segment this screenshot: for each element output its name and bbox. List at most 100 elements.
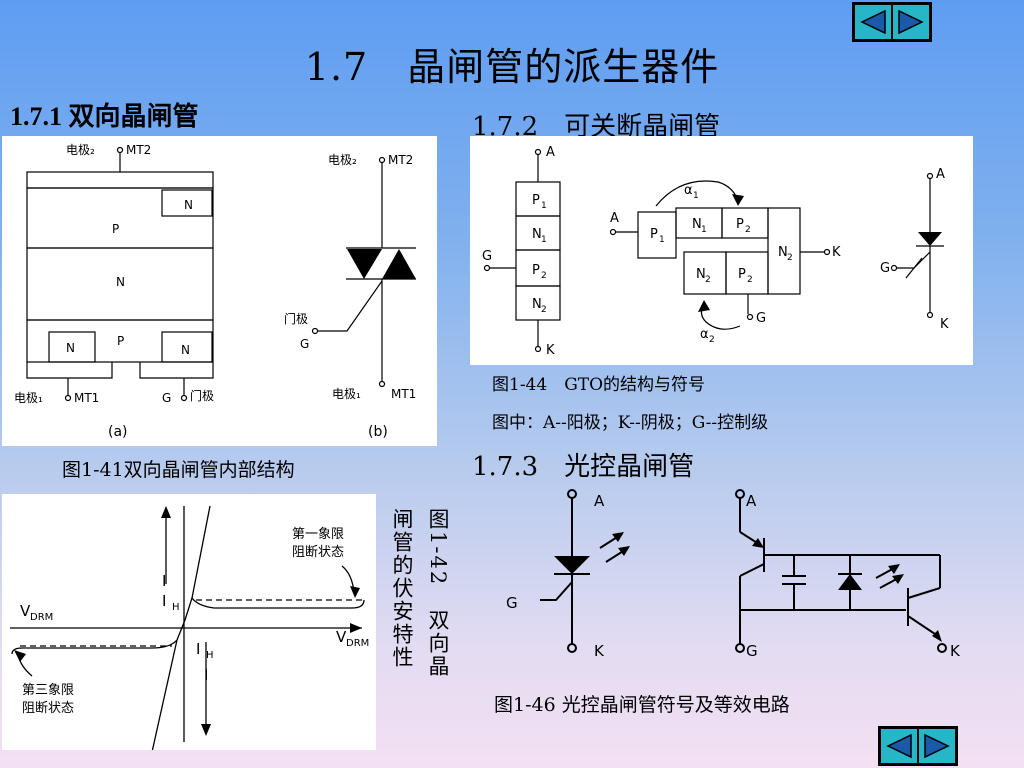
- light-triggered-scr-diagram: A G K A G K: [506, 489, 961, 660]
- fig41-p-label: P: [117, 334, 124, 348]
- gto-a-label: A: [546, 145, 555, 160]
- fig42-ih-neg-label: I: [196, 640, 200, 658]
- fig41-mt1-label-b: MT1: [391, 387, 416, 401]
- figure-1-46: A G K A G K: [476, 486, 976, 672]
- gto-a2-label: A: [610, 211, 619, 226]
- gto-alpha2-sub: 2: [709, 335, 715, 345]
- lascr-k-label: K: [594, 642, 605, 660]
- fig41-electrode1-label-b: 电极₁: [332, 387, 361, 401]
- figure-1-42: 第一象限 阻断状态 第三象限 阻断状态 I I H I H I V DRM V …: [2, 494, 376, 753]
- fig41-mt2-label-a: MT2: [126, 143, 151, 157]
- fig42-caption-col1: 图1-42 双向晶: [426, 508, 450, 679]
- fig41-electrode2-label: 电极₂: [66, 143, 95, 157]
- fig42-vdrm-neg-label: V: [20, 602, 31, 620]
- gto-mid-p1: P: [650, 227, 658, 242]
- next-slide-button-bottom[interactable]: [919, 729, 955, 763]
- fig44-caption: 图1-44 GTO的结构与符号: [492, 375, 706, 395]
- gto-mid-n1-sub: 1: [701, 225, 707, 235]
- fig41-p-label: P: [112, 222, 119, 236]
- fig44-note: 图中：A--阳极；K--阴极；G--控制级: [492, 413, 769, 433]
- gto-mid-n2: N: [778, 245, 788, 260]
- fig42-h-neg-subscript: H: [206, 650, 214, 661]
- left-triangle-icon: [886, 733, 912, 759]
- gto-structure-diagram: A P 1 N 1 P 2 N 2 K G A P 1 N 1 P 2 N 2 …: [482, 145, 949, 358]
- equiv-k-label: K: [950, 642, 961, 660]
- gto-n2-label: N: [532, 297, 542, 312]
- gto-low-n2-sub: 2: [705, 275, 711, 285]
- fig42-q3b-label: 阻断状态: [22, 701, 74, 716]
- fig41-sublabel-a: (a): [108, 424, 128, 440]
- figure-1-44: A P 1 N 1 P 2 N 2 K G A P 1 N 1 P 2 N 2 …: [470, 136, 973, 365]
- left-triangle-icon: [860, 9, 886, 35]
- gto-alpha1-sub: 1: [693, 191, 699, 201]
- gto-mid-p2: P: [736, 217, 744, 232]
- gto-g2-label: G: [756, 311, 766, 326]
- gto-low-p2-sub: 2: [747, 275, 753, 285]
- fig42-drm-subscript: DRM: [346, 638, 369, 649]
- right-triangle-icon: [924, 733, 950, 759]
- equiv-a-label: A: [746, 492, 757, 510]
- fig41-g-label-b: G: [300, 337, 309, 351]
- gto-p1-sub: 1: [541, 201, 547, 211]
- gto-n2-sub: 2: [541, 305, 547, 315]
- next-slide-button[interactable]: [893, 5, 929, 39]
- fig42-q1b-label: 阻断状态: [292, 545, 344, 560]
- gto-n1-label: N: [532, 227, 542, 242]
- gto-p2-sub: 2: [541, 271, 547, 281]
- gto-alpha2: α: [700, 327, 709, 342]
- gto-low-p2: P: [738, 267, 746, 282]
- lascr-g-label: G: [506, 594, 518, 612]
- fig41-mt2-label-b: MT2: [388, 153, 413, 167]
- fig46-caption: 图1-46 光控晶闸管符号及等效电路: [494, 694, 790, 716]
- slide-title: 1.7 晶闸管的派生器件: [304, 45, 720, 89]
- gto-n1-sub: 1: [541, 235, 547, 245]
- bottom-nav: [878, 726, 958, 766]
- fig41-n-label: N: [116, 275, 125, 289]
- gto-k-label: K: [546, 343, 555, 358]
- fig41-sublabel-b: (b): [368, 424, 388, 440]
- gto-k2-label: K: [832, 245, 841, 260]
- fig41-electrode1-label: 电极₁: [14, 391, 43, 405]
- gto-mid-n2-sub: 2: [787, 253, 793, 263]
- prev-slide-button-bottom[interactable]: [881, 729, 917, 763]
- gto-p1-label: P: [532, 193, 540, 208]
- triac-iv-curve-chart: 第一象限 阻断状态 第三象限 阻断状态 I I H I H I V DRM V …: [10, 505, 369, 753]
- triac-structure-diagram: 电极₂ MT2 N P N P N N 电极₁ MT1 G 门极 电极₂ MT2…: [14, 143, 416, 440]
- fig41-n-label: N: [66, 341, 75, 355]
- fig42-i-neg-label: I: [204, 666, 208, 684]
- fig41-caption: 图1-41双向晶闸管内部结构: [62, 459, 295, 481]
- right-triangle-icon: [898, 9, 924, 35]
- fig41-electrode2-label-b: 电极₂: [328, 153, 357, 167]
- gto-sym-k: K: [940, 317, 949, 332]
- equiv-g-label: G: [746, 642, 758, 660]
- fig42-q1-label: 第一象限: [292, 527, 344, 542]
- fig41-n-label: N: [181, 343, 190, 357]
- fig41-mt1-label-a: MT1: [74, 391, 99, 405]
- section-heading-triac: 1.7.1 双向晶闸管: [10, 102, 199, 131]
- top-nav: [852, 2, 932, 42]
- gto-sym-a: A: [936, 167, 945, 182]
- fig41-n-label: N: [184, 198, 193, 212]
- gto-sym-g: G: [880, 261, 890, 276]
- fig42-q3-label: 第三象限: [22, 683, 74, 698]
- fig41-g-label-a: G: [162, 391, 171, 405]
- gto-p2-label: P: [532, 263, 540, 278]
- gto-mid-p1-sub: 1: [659, 235, 665, 245]
- fig42-i-label: I: [162, 572, 166, 590]
- figure-1-41: 电极₂ MT2 N P N P N N 电极₁ MT1 G 门极 电极₂ MT2…: [2, 136, 437, 446]
- fig42-h-subscript: H: [172, 602, 180, 613]
- fig41-gate-label-b: 门极: [284, 311, 308, 326]
- section-heading-lasct: 1.7.3 光控晶闸管: [472, 452, 695, 482]
- fig42-drm-neg-subscript: DRM: [30, 612, 53, 623]
- gto-mid-n1: N: [692, 217, 702, 232]
- gto-low-n2: N: [696, 267, 706, 282]
- fig41-gate-label-a: 门极: [190, 388, 214, 403]
- gto-g-label: G: [482, 249, 492, 264]
- gto-mid-p2-sub: 2: [745, 225, 751, 235]
- fig42-vdrm-label: V: [336, 628, 347, 646]
- fig42-ih-label: I: [162, 592, 166, 610]
- lascr-a-label: A: [594, 492, 605, 510]
- prev-slide-button[interactable]: [855, 5, 891, 39]
- gto-alpha1: α: [684, 183, 693, 198]
- fig42-caption-col2: 闸管的伏安特性: [390, 508, 414, 669]
